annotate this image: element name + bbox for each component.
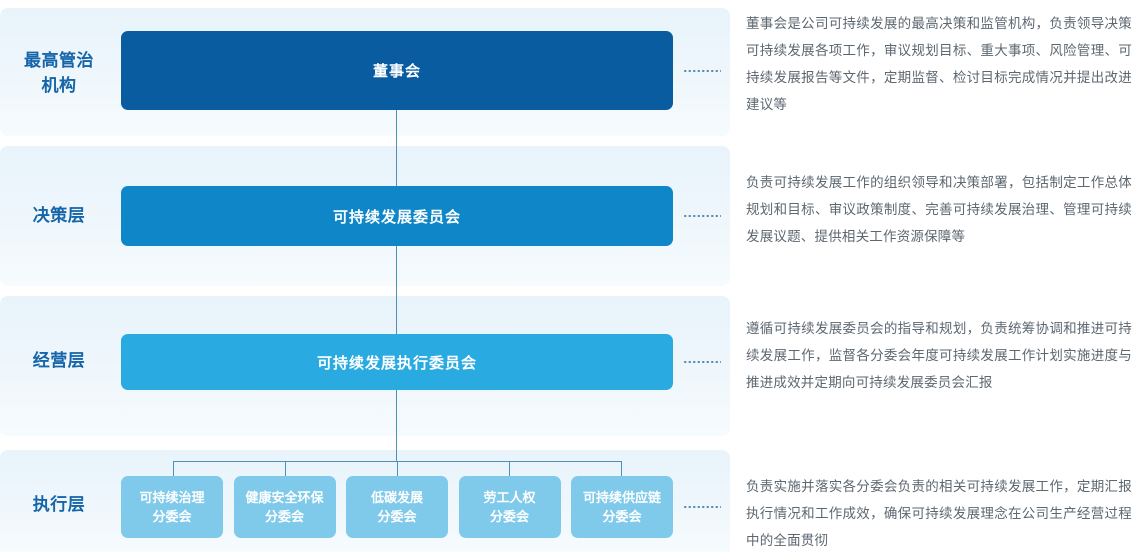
subcommittee-low-carbon-development[interactable]: 低碳发展 分委会 xyxy=(346,476,448,538)
node-sustainability-committee[interactable]: 可持续发展委员会 xyxy=(121,186,673,246)
subcommittee-label-line-2: 分委会 xyxy=(264,509,304,524)
connector-exec-to-subbar xyxy=(396,390,397,462)
connector-drop-3 xyxy=(397,461,398,476)
dotted-leader-row-2 xyxy=(683,215,721,217)
layer-label-execution: 执行层 xyxy=(32,495,86,514)
layer-label-management: 经营层 xyxy=(32,351,86,370)
layer-label-line-2: 机构 xyxy=(41,76,77,95)
connector-drop-1 xyxy=(173,461,174,476)
subcommittee-label-line-1: 健康安全环保 xyxy=(245,490,324,505)
subcommittee-sustainable-governance[interactable]: 可持续治理 分委会 xyxy=(121,476,223,538)
subcommittee-label-line-2: 分委会 xyxy=(602,509,642,524)
layer-label-highest-governance: 最高管治 机构 xyxy=(0,48,118,98)
dotted-leader-row-4 xyxy=(683,506,721,508)
description-board: 董事会是公司可持续发展的最高决策和监管机构，负责领导决策可持续发展各项工作，审议… xyxy=(746,16,1132,112)
subcommittee-label-line-2: 分委会 xyxy=(377,509,417,524)
layer-label-line-1: 最高管治 xyxy=(24,51,94,70)
description-exec-committee: 遵循可持续发展委员会的指导和规划，负责统筹协调和推进可持续发展工作，监督各分委会… xyxy=(746,321,1132,390)
subcommittee-label-line-2: 分委会 xyxy=(152,509,192,524)
connector-drop-2 xyxy=(285,461,286,476)
description-subcommittees: 负责实施并落实各分委会负责的相关可持续发展工作，定期汇报执行情况和工作成效，确保… xyxy=(746,479,1132,548)
description-committee: 负责可持续发展工作的组织领导和决策部署，包括制定工作总体规划和目标、审议政策制度… xyxy=(746,175,1132,244)
connector-board-to-committee xyxy=(396,110,397,190)
connector-drop-5 xyxy=(621,461,622,476)
subcommittee-label-line-1: 低碳发展 xyxy=(370,490,423,505)
node-board-of-directors[interactable]: 董事会 xyxy=(121,31,673,110)
subcommittee-label-line-1: 可持续供应链 xyxy=(582,490,661,505)
subcommittee-health-safety-environment[interactable]: 健康安全环保 分委会 xyxy=(233,476,336,538)
layer-label-decision: 决策层 xyxy=(32,206,86,225)
subcommittee-sustainable-supply-chain[interactable]: 可持续供应链 分委会 xyxy=(571,476,673,538)
subcommittee-label-line-1: 劳工人权 xyxy=(483,490,536,505)
subcommittee-row: 可持续治理 分委会 健康安全环保 分委会 低碳发展 分委会 劳工人权 分委会 可… xyxy=(121,476,673,538)
subcommittee-label-line-2: 分委会 xyxy=(489,509,529,524)
connector-drop-4 xyxy=(509,461,510,476)
subcommittee-labor-human-rights[interactable]: 劳工人权 分委会 xyxy=(458,476,561,538)
connector-committee-to-exec xyxy=(396,246,397,334)
subcommittee-label-line-1: 可持续治理 xyxy=(139,490,205,505)
node-sustainability-exec-committee[interactable]: 可持续发展执行委员会 xyxy=(121,334,673,390)
dotted-leader-row-3 xyxy=(683,361,721,363)
dotted-leader-row-1 xyxy=(683,70,721,72)
